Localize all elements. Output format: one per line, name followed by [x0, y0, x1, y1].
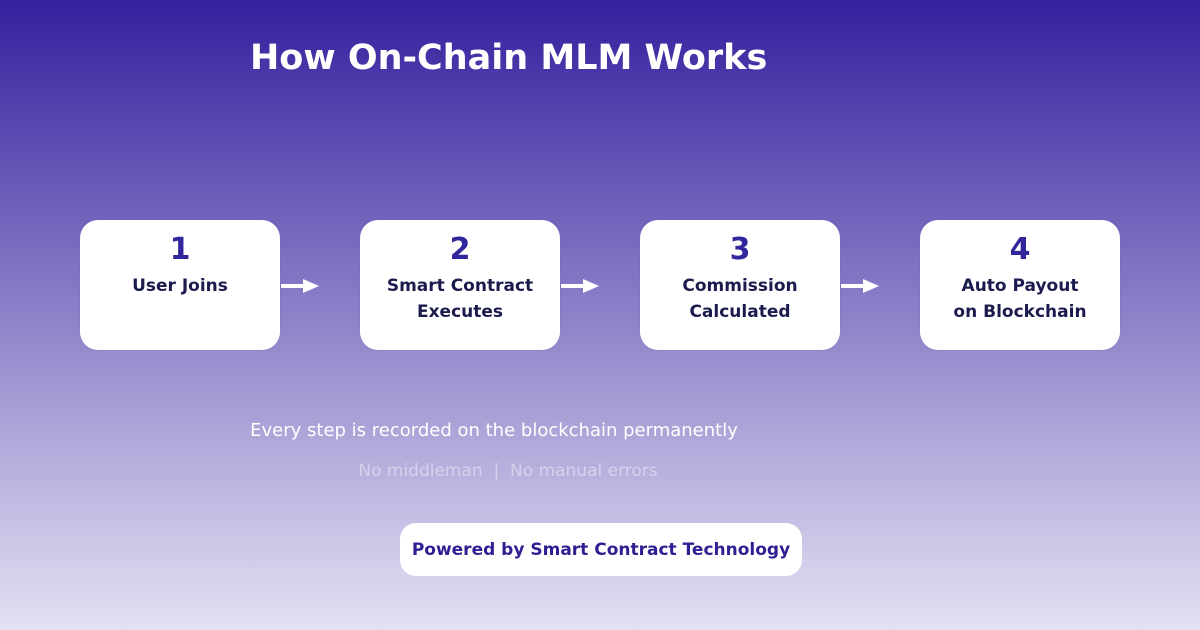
step-card-1: 1 User Joins [80, 220, 280, 350]
step-number: 3 [729, 232, 751, 267]
step-number: 2 [449, 232, 471, 267]
blockchain-note: Every step is recorded on the blockchain… [250, 420, 738, 441]
step-card-2: 2 Smart Contract Executes [360, 220, 560, 350]
step-label: Commission Calculated [682, 276, 798, 322]
step-label: Auto Payout on Blockchain [953, 276, 1087, 322]
step-card-3: 3 Commission Calculated [640, 220, 840, 350]
benefits-note: No middleman | No manual errors [358, 461, 658, 481]
step-card-4: 4 Auto Payout on Blockchain [920, 220, 1120, 350]
arrow-right-icon [561, 279, 599, 293]
page-title: How On-Chain MLM Works [250, 38, 768, 78]
step-label: Smart Contract Executes [386, 276, 534, 322]
powered-by-badge: Powered by Smart Contract Technology [400, 523, 802, 576]
step-number: 1 [169, 232, 191, 267]
step-label: User Joins [132, 276, 228, 296]
arrow-right-icon [281, 279, 319, 293]
step-number: 4 [1009, 232, 1031, 267]
arrow-right-icon [841, 279, 879, 293]
badge-label: Powered by Smart Contract Technology [411, 539, 791, 560]
